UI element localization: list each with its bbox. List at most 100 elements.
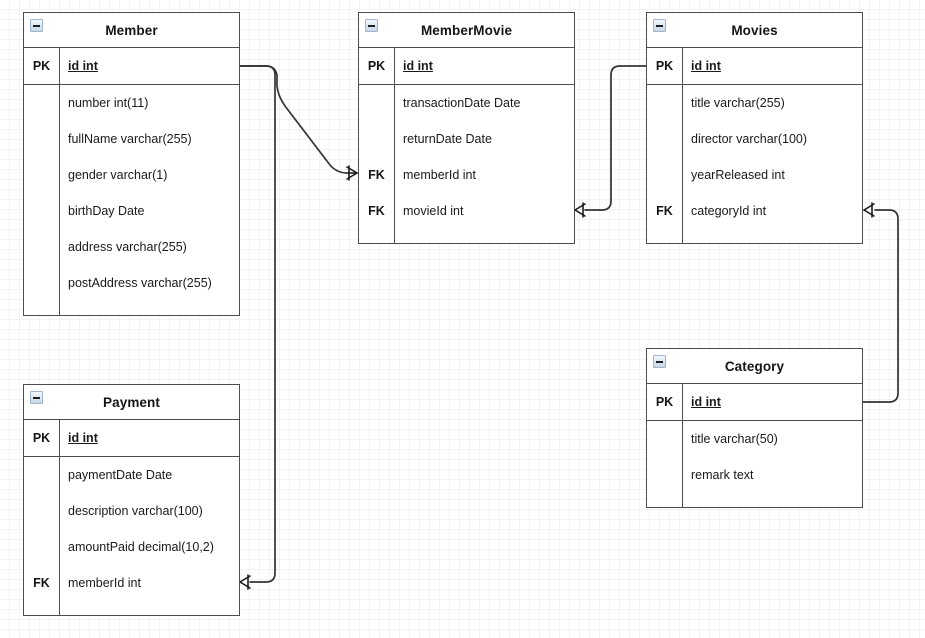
field-name: id int [691,395,721,409]
table-row[interactable]: fullName varchar(255) [24,121,239,157]
table-row-spacer [647,229,862,243]
minus-icon[interactable] [30,19,43,32]
table-row-spacer [24,601,239,615]
field-name: gender varchar(1) [68,168,168,182]
key-label: FK [359,157,395,193]
table-row[interactable]: FK categoryId int [647,193,862,229]
key-label: PK [647,48,683,84]
table-row[interactable]: yearReleased int [647,157,862,193]
key-label [647,121,683,157]
key-label [647,85,683,121]
key-label [24,157,60,193]
field-name: returnDate Date [403,132,492,146]
crowsfoot-membermovie-movieid [574,202,586,218]
field-name: remark text [691,468,754,482]
key-label: PK [24,48,60,84]
entity-member[interactable]: Member PK id int number int(11) fullName… [23,12,240,316]
key-label [24,121,60,157]
table-row-pk[interactable]: PK id int [647,384,862,421]
key-cell-empty [647,493,683,507]
connector-member-payment [239,65,276,583]
table-row[interactable]: returnDate Date [359,121,574,157]
key-label: FK [359,193,395,229]
field-name: memberId int [403,168,476,182]
table-row[interactable]: gender varchar(1) [24,157,239,193]
table-row[interactable]: birthDay Date [24,193,239,229]
table-row[interactable]: address varchar(255) [24,229,239,265]
table-row[interactable]: amountPaid decimal(10,2) [24,529,239,565]
field-name: address varchar(255) [68,240,187,254]
entity-payment[interactable]: Payment PK id int paymentDate Date descr… [23,384,240,616]
table-row[interactable]: FK movieId int [359,193,574,229]
table-row[interactable]: description varchar(100) [24,493,239,529]
table-row[interactable]: paymentDate Date [24,457,239,493]
field-name: transactionDate Date [403,96,521,110]
minus-icon[interactable] [653,355,666,368]
field-name: fullName varchar(255) [68,132,192,146]
key-label [647,157,683,193]
field-name: id int [68,59,98,73]
key-label: FK [24,565,60,601]
name-cell-empty [60,301,239,315]
name-cell-empty [683,229,862,243]
key-label: PK [647,384,683,420]
field-name: amountPaid decimal(10,2) [68,540,214,554]
key-label [647,457,683,493]
key-label [24,265,60,301]
table-row[interactable]: FK memberId int [24,565,239,601]
table-row[interactable]: title varchar(50) [647,421,862,457]
field-name: title varchar(255) [691,96,785,110]
key-label [24,529,60,565]
table-row-pk[interactable]: PK id int [24,48,239,85]
table-row[interactable]: FK memberId int [359,157,574,193]
table-row[interactable]: number int(11) [24,85,239,121]
table-row[interactable]: remark text [647,457,862,493]
field-name: yearReleased int [691,168,785,182]
name-cell-empty [395,229,574,243]
key-label: FK [647,193,683,229]
entity-category[interactable]: Category PK id int title varchar(50) rem… [646,348,863,508]
entity-movies[interactable]: Movies PK id int title varchar(255) dire… [646,12,863,244]
entity-header-member: Member [24,13,239,48]
field-name: description varchar(100) [68,504,203,518]
field-name: categoryId int [691,204,767,218]
table-row-pk[interactable]: PK id int [359,48,574,85]
field-name: id int [691,59,721,73]
name-cell-empty [60,601,239,615]
key-label [359,85,395,121]
table-row[interactable]: title varchar(255) [647,85,862,121]
table-row[interactable]: director varchar(100) [647,121,862,157]
field-name: id int [403,59,433,73]
entity-header-movies: Movies [647,13,862,48]
table-row-pk[interactable]: PK id int [647,48,862,85]
table-row[interactable]: transactionDate Date [359,85,574,121]
minus-icon[interactable] [365,19,378,32]
name-cell-empty [683,493,862,507]
entity-header-membermovie: MemberMovie [359,13,574,48]
minus-icon[interactable] [30,391,43,404]
table-row[interactable]: postAddress varchar(255) [24,265,239,301]
entity-title: Payment [103,394,160,410]
key-label [24,493,60,529]
entity-header-category: Category [647,349,862,384]
entity-title: Movies [731,22,778,38]
key-cell-empty [647,229,683,243]
entity-membermovie[interactable]: MemberMovie PK id int transactionDate Da… [358,12,575,244]
key-label [24,193,60,229]
table-row-spacer [359,229,574,243]
minus-icon[interactable] [653,19,666,32]
crowsfoot-movies-categoryid [863,202,875,218]
field-name: title varchar(50) [691,432,778,446]
table-row-spacer [647,493,862,507]
table-row-pk[interactable]: PK id int [24,420,239,457]
field-name: director varchar(100) [691,132,808,146]
field-name: id int [68,431,98,445]
key-label [647,421,683,457]
crowsfoot-payment-memberid [239,574,251,590]
table-row-spacer [24,301,239,315]
key-label [24,229,60,265]
key-label: PK [359,48,395,84]
field-name: paymentDate Date [68,468,173,482]
field-name: memberId int [68,576,141,590]
